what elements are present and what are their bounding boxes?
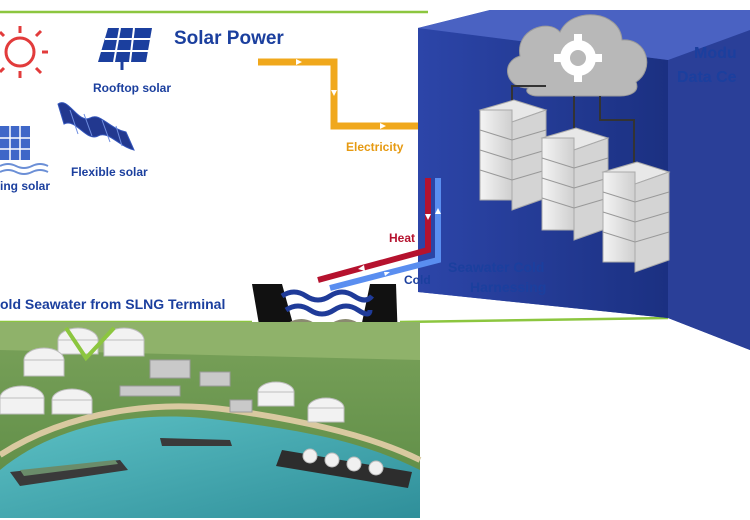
heat-flow bbox=[317, 178, 431, 283]
sun-icon bbox=[0, 26, 48, 78]
data-center-label-line1: Modu bbox=[694, 45, 737, 62]
electricity-flow bbox=[258, 58, 418, 130]
flexible-solar-label: Flexible solar bbox=[71, 165, 148, 179]
cold-seawater-label: old Seawater from SLNG Terminal bbox=[0, 296, 225, 312]
rooftop-solar-icon bbox=[98, 27, 152, 70]
electricity-label: Electricity bbox=[346, 140, 404, 154]
heat-label: Heat bbox=[389, 231, 415, 245]
seawater-harnessing-line2: Harnessing bbox=[470, 279, 546, 295]
rooftop-solar-label: Rooftop solar bbox=[93, 81, 171, 95]
cold-label: Cold bbox=[404, 273, 431, 287]
flexible-solar-icon bbox=[57, 102, 135, 151]
floating-solar-icon bbox=[0, 126, 49, 175]
seawater-harnessing-line1: Seawater Cold bbox=[448, 259, 544, 275]
slng-terminal-image bbox=[0, 322, 422, 518]
tug-ship bbox=[160, 438, 232, 446]
cloud-gear-icon bbox=[507, 14, 648, 97]
lng-carrier-ship bbox=[276, 448, 412, 488]
server-rack-icon bbox=[478, 99, 671, 273]
solar-power-title: Solar Power bbox=[174, 28, 284, 49]
tanker-ship bbox=[10, 460, 128, 486]
floating-solar-label: ing solar bbox=[0, 179, 50, 193]
cold-flow bbox=[329, 178, 441, 291]
data-center-label-line2: Data Ce bbox=[677, 69, 737, 86]
